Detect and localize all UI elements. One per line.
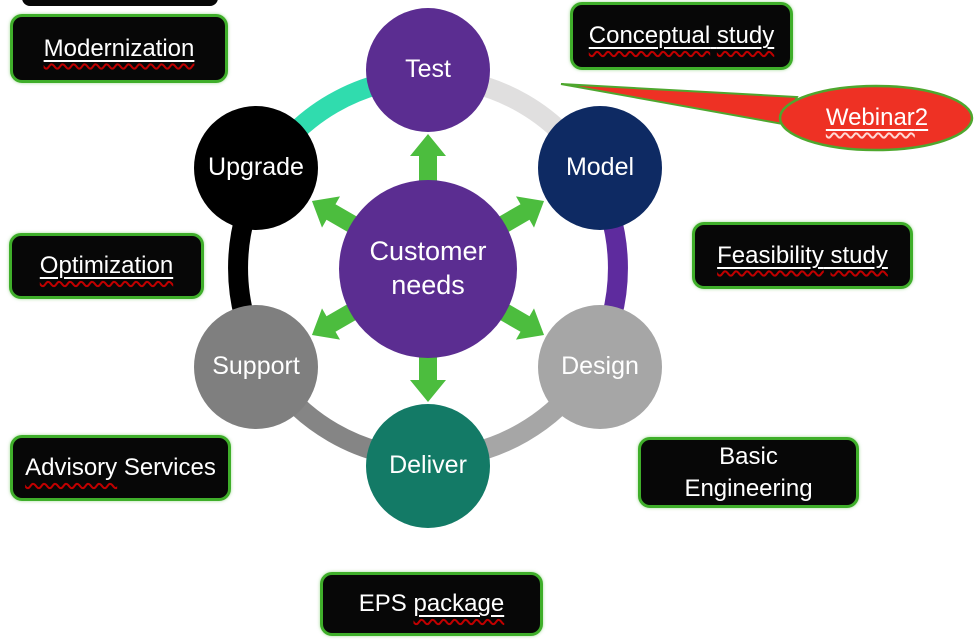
- cropped-label-box: [22, 0, 218, 6]
- circle-test: Test: [366, 8, 490, 132]
- label-box-line: Advisory Services: [25, 454, 216, 482]
- arrow-to-test-icon: [410, 134, 446, 183]
- label-box-line: Modernization: [43, 34, 195, 62]
- circle-design: Design: [538, 305, 662, 429]
- circle-model: Model: [538, 106, 662, 230]
- label-box-line: EPS package: [358, 590, 505, 618]
- arrow-to-deliver-icon: [410, 353, 446, 402]
- label-box-eps_package: EPS package: [320, 572, 543, 636]
- arrow-to-design-icon: [497, 302, 545, 340]
- center-label-line1: Customer: [369, 236, 487, 267]
- center-label-line2: needs: [391, 270, 465, 300]
- label-box-feasibility_study: Feasibility study: [692, 222, 913, 289]
- circle-label: Upgrade: [208, 153, 304, 182]
- label-box-advisory_services: Advisory Services: [10, 435, 231, 501]
- callout-oval: [778, 84, 974, 152]
- circle-label: Model: [565, 153, 635, 182]
- circle-label: Test: [405, 55, 451, 84]
- label-box-conceptual_study: Conceptual study: [570, 2, 793, 70]
- arrow-to-model-icon: [497, 196, 545, 234]
- circle-customer-needs: Customer needs: [339, 180, 517, 358]
- label-box-line: Conceptual study: [588, 22, 775, 50]
- label-box-optimization: Optimization: [9, 233, 204, 299]
- circle-support: Support: [194, 305, 318, 429]
- label-box-line: Engineering: [684, 474, 813, 502]
- callout-tail: [560, 83, 799, 126]
- label-box-line: Basic: [719, 443, 778, 471]
- circle-deliver: Deliver: [366, 404, 490, 528]
- circle-label: Design: [561, 352, 639, 381]
- arrow-to-support-icon: [311, 302, 359, 340]
- circle-label: Support: [212, 352, 300, 381]
- circle-label: Deliver: [389, 451, 467, 480]
- label-box-line: Optimization: [39, 252, 174, 280]
- arrow-to-upgrade-icon: [311, 196, 359, 234]
- circle-upgrade: Upgrade: [194, 106, 318, 230]
- webinar-callout-label: Webinar 2: [825, 104, 929, 131]
- label-box-line: Feasibility study: [717, 241, 888, 269]
- label-box-modernization: Modernization: [10, 14, 228, 83]
